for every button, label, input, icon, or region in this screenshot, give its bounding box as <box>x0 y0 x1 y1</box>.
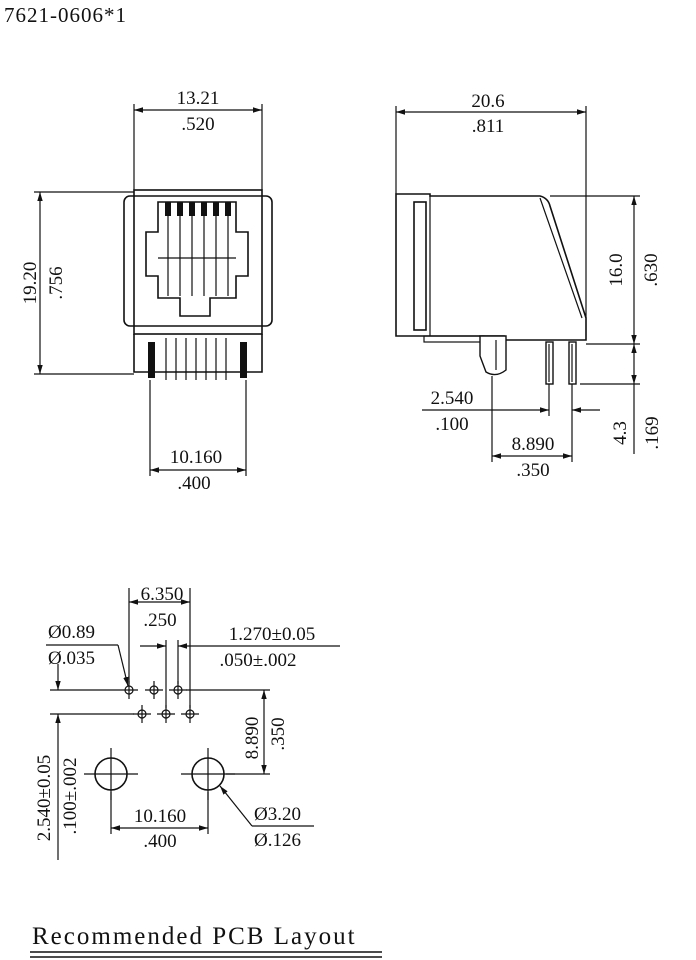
side-height-in: .630 <box>641 253 662 286</box>
pcb-row-to-post-mm: 8.890 <box>242 717 263 760</box>
side-pin-offset-in: .100 <box>435 414 468 435</box>
front-width-mm: 13.21 <box>177 88 220 109</box>
jack-opening <box>145 201 249 317</box>
pcb-post-span-in: .400 <box>143 831 176 852</box>
side-tail-mm: 4.3 <box>610 421 631 445</box>
front-body-outline <box>123 195 273 327</box>
side-length-in: .811 <box>472 116 505 137</box>
front-view: 13.21 .520 19.20 .756 10.160 .400 <box>20 88 273 494</box>
pcb-layout-caption: Recommended PCB Layout <box>32 923 357 950</box>
pcb-pin-pitch-in: .050±.002 <box>220 650 297 671</box>
front-height-mm: 19.20 <box>20 262 41 305</box>
pcb-post-dia-in: Ø.126 <box>254 830 301 851</box>
side-tail-in: .169 <box>642 416 663 449</box>
side-height-mm: 16.0 <box>606 253 627 286</box>
pcb-hole-dia-in: Ø.035 <box>48 648 95 669</box>
contacts <box>158 202 236 296</box>
front-housing <box>133 189 263 335</box>
pcb-pitch-mm: 6.350 <box>141 584 184 605</box>
front-width-in: .520 <box>181 114 214 135</box>
side-body <box>395 193 587 341</box>
pcb-pitch-in: .250 <box>143 610 176 631</box>
side-pin-offset-mm: 2.540 <box>431 388 474 409</box>
pcb-post-span-mm: 10.160 <box>134 806 186 827</box>
side-latch <box>413 201 427 331</box>
side-pin-row-in: .350 <box>516 460 549 481</box>
pcb-hole-dia-mm: Ø0.89 <box>48 622 95 643</box>
front-pin-span-in: .400 <box>177 473 210 494</box>
part-number: 7621-0606*1 <box>4 3 127 27</box>
side-length-mm: 20.6 <box>471 91 504 112</box>
mounting-post-left <box>84 748 138 800</box>
pcb-row-offset-mm: 2.540±0.05 <box>34 755 55 841</box>
front-pin-span-mm: 10.160 <box>170 447 222 468</box>
pcb-post-dia-mm: Ø3.20 <box>254 804 301 825</box>
pin-holes-bottom-row <box>133 705 199 723</box>
pcb-row-offset-in: .100±.002 <box>60 758 81 835</box>
pcb-row-to-post-in: .350 <box>268 717 289 750</box>
front-base <box>133 334 263 373</box>
side-standoff <box>479 335 507 376</box>
pcb-layout: 6.350 .250 Ø0.89 Ø.035 1.270±0.05 .050±.… <box>34 584 340 860</box>
front-height-in: .756 <box>46 266 67 299</box>
pin-holes-top-row <box>120 681 187 699</box>
pcb-pin-pitch-mm: 1.270±0.05 <box>229 624 315 645</box>
side-view: 20.6 .811 16.0 .630 2.540 .100 8.890 .35… <box>395 91 663 481</box>
side-pin-row-mm: 8.890 <box>512 434 555 455</box>
front-pins <box>148 338 247 380</box>
